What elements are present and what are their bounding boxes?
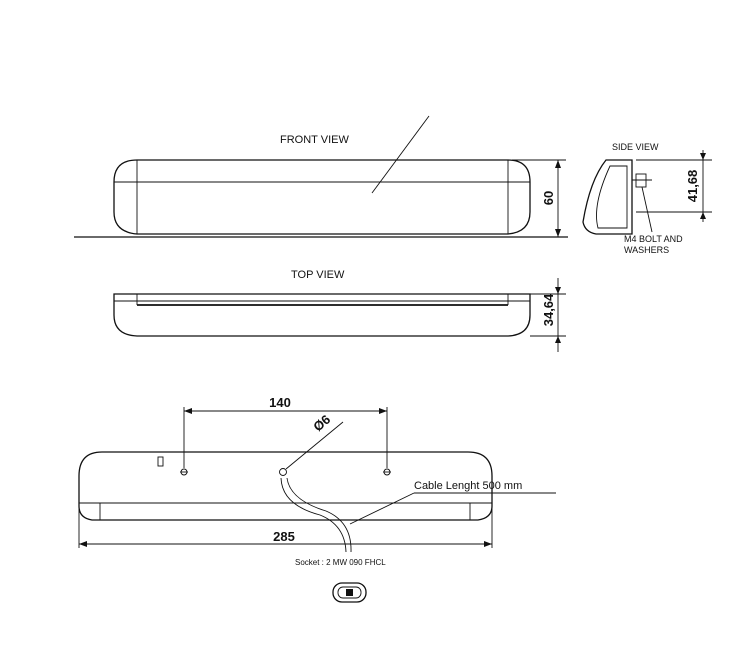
bolt-label-2: WASHERS [624,245,669,255]
cable-leader [349,492,415,525]
back-view: 140 Ø6 Cable Lenght 500 mm 285 Socket : … [78,395,556,603]
front-view-label: FRONT VIEW [280,134,349,146]
arrow-140-right [379,408,387,414]
cable-hole [279,468,287,476]
arrow-down [555,229,561,237]
arrow-side-bottom [700,212,706,219]
cable-wire-2 [286,477,352,553]
arrow-285-right [484,541,492,547]
arrow-top-up [555,287,561,294]
arrow-side-top [700,153,706,160]
socket-label: Socket : 2 MW 090 FHCL [295,558,386,567]
side-view-inner [596,165,628,229]
dim-side-height: 41,68 [685,170,700,203]
arrow-top-down [555,336,561,343]
arrow-140-left [184,408,192,414]
front-view: FRONT VIEW 60 [74,115,568,238]
bolt-leader [641,186,653,233]
cable-wire-1 [280,477,347,553]
dim-top-depth: 34,64 [541,293,556,326]
side-view-body [582,159,633,235]
front-view-body [113,159,531,235]
cable-length-label: Cable Lenght 500 mm [414,480,522,492]
side-view: SIDE VIEW M4 BOLT AND WASHERS 41,68 [582,142,712,255]
bolt-head [635,173,647,188]
dim-front-height: 60 [541,191,556,205]
back-view-body [78,451,493,521]
socket-icon [332,582,367,603]
front-view-leader [371,115,430,194]
bolt-label-1: M4 BOLT AND [624,234,683,244]
side-view-label: SIDE VIEW [612,142,659,152]
dim-hole-diameter: Ø6 [310,412,333,435]
arrow-up [555,160,561,168]
top-view: TOP VIEW 34,64 [113,269,566,352]
clip-mark [157,456,164,467]
dim-total-length: 285 [273,529,295,544]
diameter-leader [285,421,344,470]
top-view-label: TOP VIEW [291,269,345,281]
dim-hole-spacing: 140 [269,395,291,410]
top-view-body [113,293,531,337]
arrow-285-left [79,541,87,547]
